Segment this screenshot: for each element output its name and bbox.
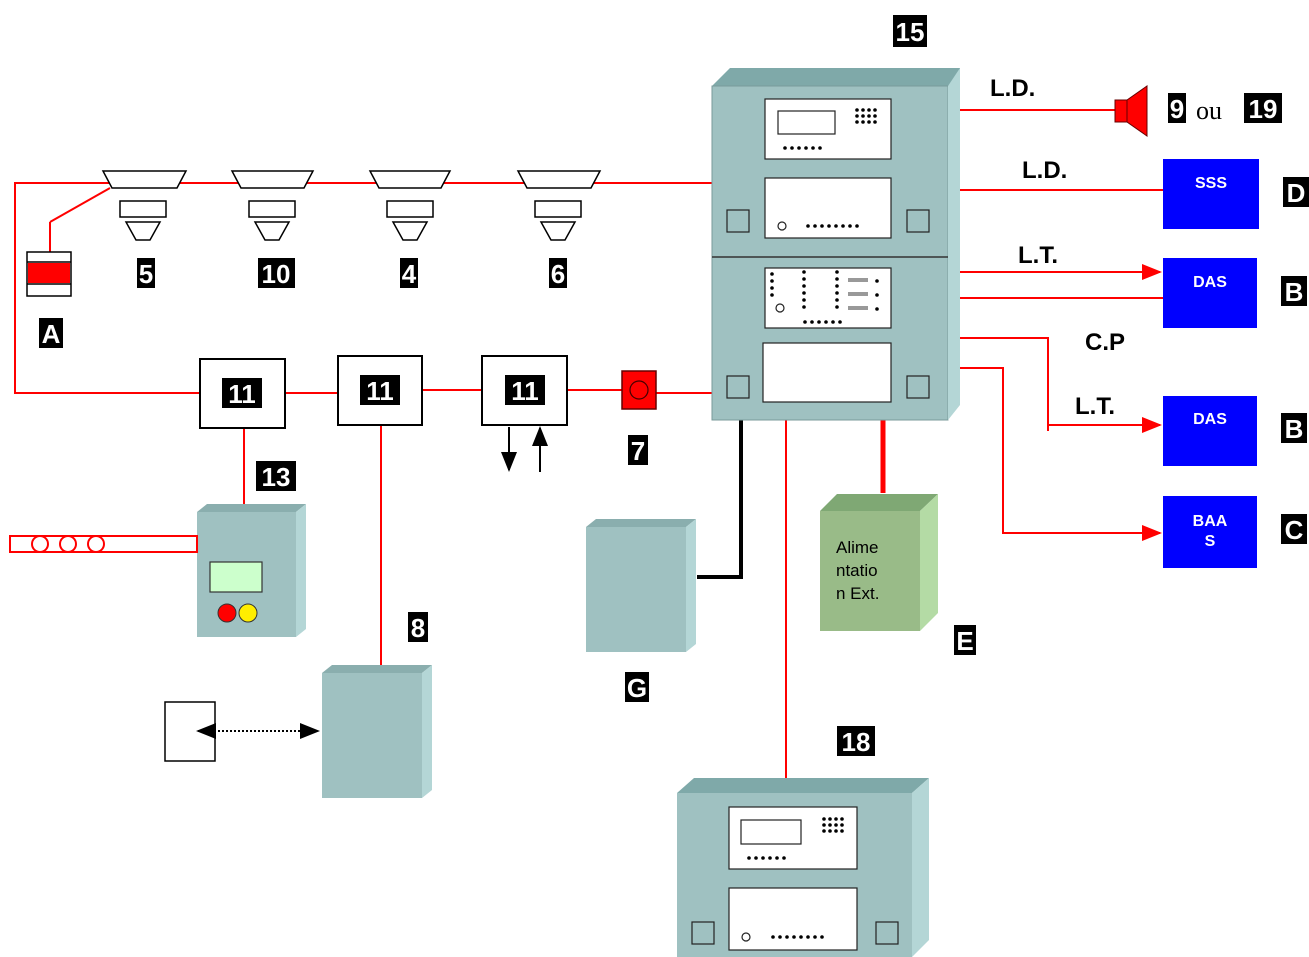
- marker-19: 19: [1249, 94, 1278, 124]
- lt-label-2: L.T.: [1075, 393, 1115, 420]
- sss-box: [1163, 159, 1259, 229]
- smoke-detector-5: [101, 170, 188, 241]
- marker-e: E: [956, 626, 973, 656]
- manual-call-point: [26, 251, 72, 297]
- marker-18: 18: [842, 727, 871, 757]
- marker-7: 7: [631, 436, 645, 466]
- repeater-panel-18: [677, 778, 929, 957]
- cp-lt-wire: [960, 337, 1162, 433]
- baas-box: [1163, 496, 1257, 568]
- ld-label-2: L.D.: [1022, 157, 1067, 184]
- cp-label: C.P: [1085, 329, 1125, 356]
- marker-d: D: [1287, 178, 1306, 208]
- siren-icon: [1114, 85, 1148, 137]
- marker-b-1: B: [1285, 277, 1304, 307]
- baas-wire: [960, 367, 1162, 541]
- marker-11-3: 11: [511, 376, 539, 406]
- power-label-2: ntatio: [836, 561, 878, 580]
- marker-a: A: [42, 319, 61, 349]
- marker-4: 4: [402, 259, 417, 289]
- marker-9: 9: [1170, 94, 1184, 124]
- das-label-2: DAS: [1193, 411, 1227, 428]
- marker-badges: [39, 15, 1309, 756]
- baas-label-line1: BAA: [1193, 513, 1228, 530]
- smoke-detector-4: [368, 170, 452, 241]
- external-power-supply: [820, 494, 938, 631]
- lt-label-1: L.T.: [1018, 242, 1058, 269]
- marker-8: 8: [411, 613, 425, 643]
- manual-call-point-wire-2: [49, 187, 111, 223]
- smoke-detector-6: [516, 170, 602, 241]
- red-button-7: [621, 370, 657, 410]
- cabinet-8: [322, 665, 432, 798]
- marker-11-1: 11: [228, 379, 256, 409]
- detector-loop-wire: [14, 182, 712, 394]
- ou-text: ou: [1196, 96, 1222, 125]
- marker-6: 6: [551, 259, 565, 289]
- marker-b-2: B: [1285, 414, 1304, 444]
- das-box-1: [1163, 258, 1257, 328]
- gas-extinguishing-unit-13: [197, 504, 306, 637]
- main-fire-panel: [711, 68, 960, 421]
- nozzle-pipe: [9, 535, 198, 553]
- marker-11-2: 11: [366, 376, 394, 406]
- power-label-3: n Ext.: [836, 584, 879, 603]
- wiring: [14, 109, 1163, 778]
- das-label-1: DAS: [1193, 274, 1227, 291]
- marker-c: C: [1285, 515, 1304, 545]
- g-black-wire: [697, 420, 743, 579]
- ld-label-1: L.D.: [990, 75, 1035, 102]
- smoke-detector-10: [230, 170, 315, 241]
- marker-15: 15: [896, 17, 925, 47]
- power-label-1: Alime: [836, 538, 879, 557]
- baas-label-line2: S: [1205, 533, 1216, 550]
- marker-5: 5: [139, 259, 153, 289]
- cabinet-g: [586, 519, 696, 652]
- das-box-2: [1163, 396, 1257, 466]
- marker-13: 13: [262, 462, 291, 492]
- marker-g: G: [627, 673, 647, 703]
- sss-label: SSS: [1195, 175, 1227, 192]
- marker-10: 10: [262, 259, 291, 289]
